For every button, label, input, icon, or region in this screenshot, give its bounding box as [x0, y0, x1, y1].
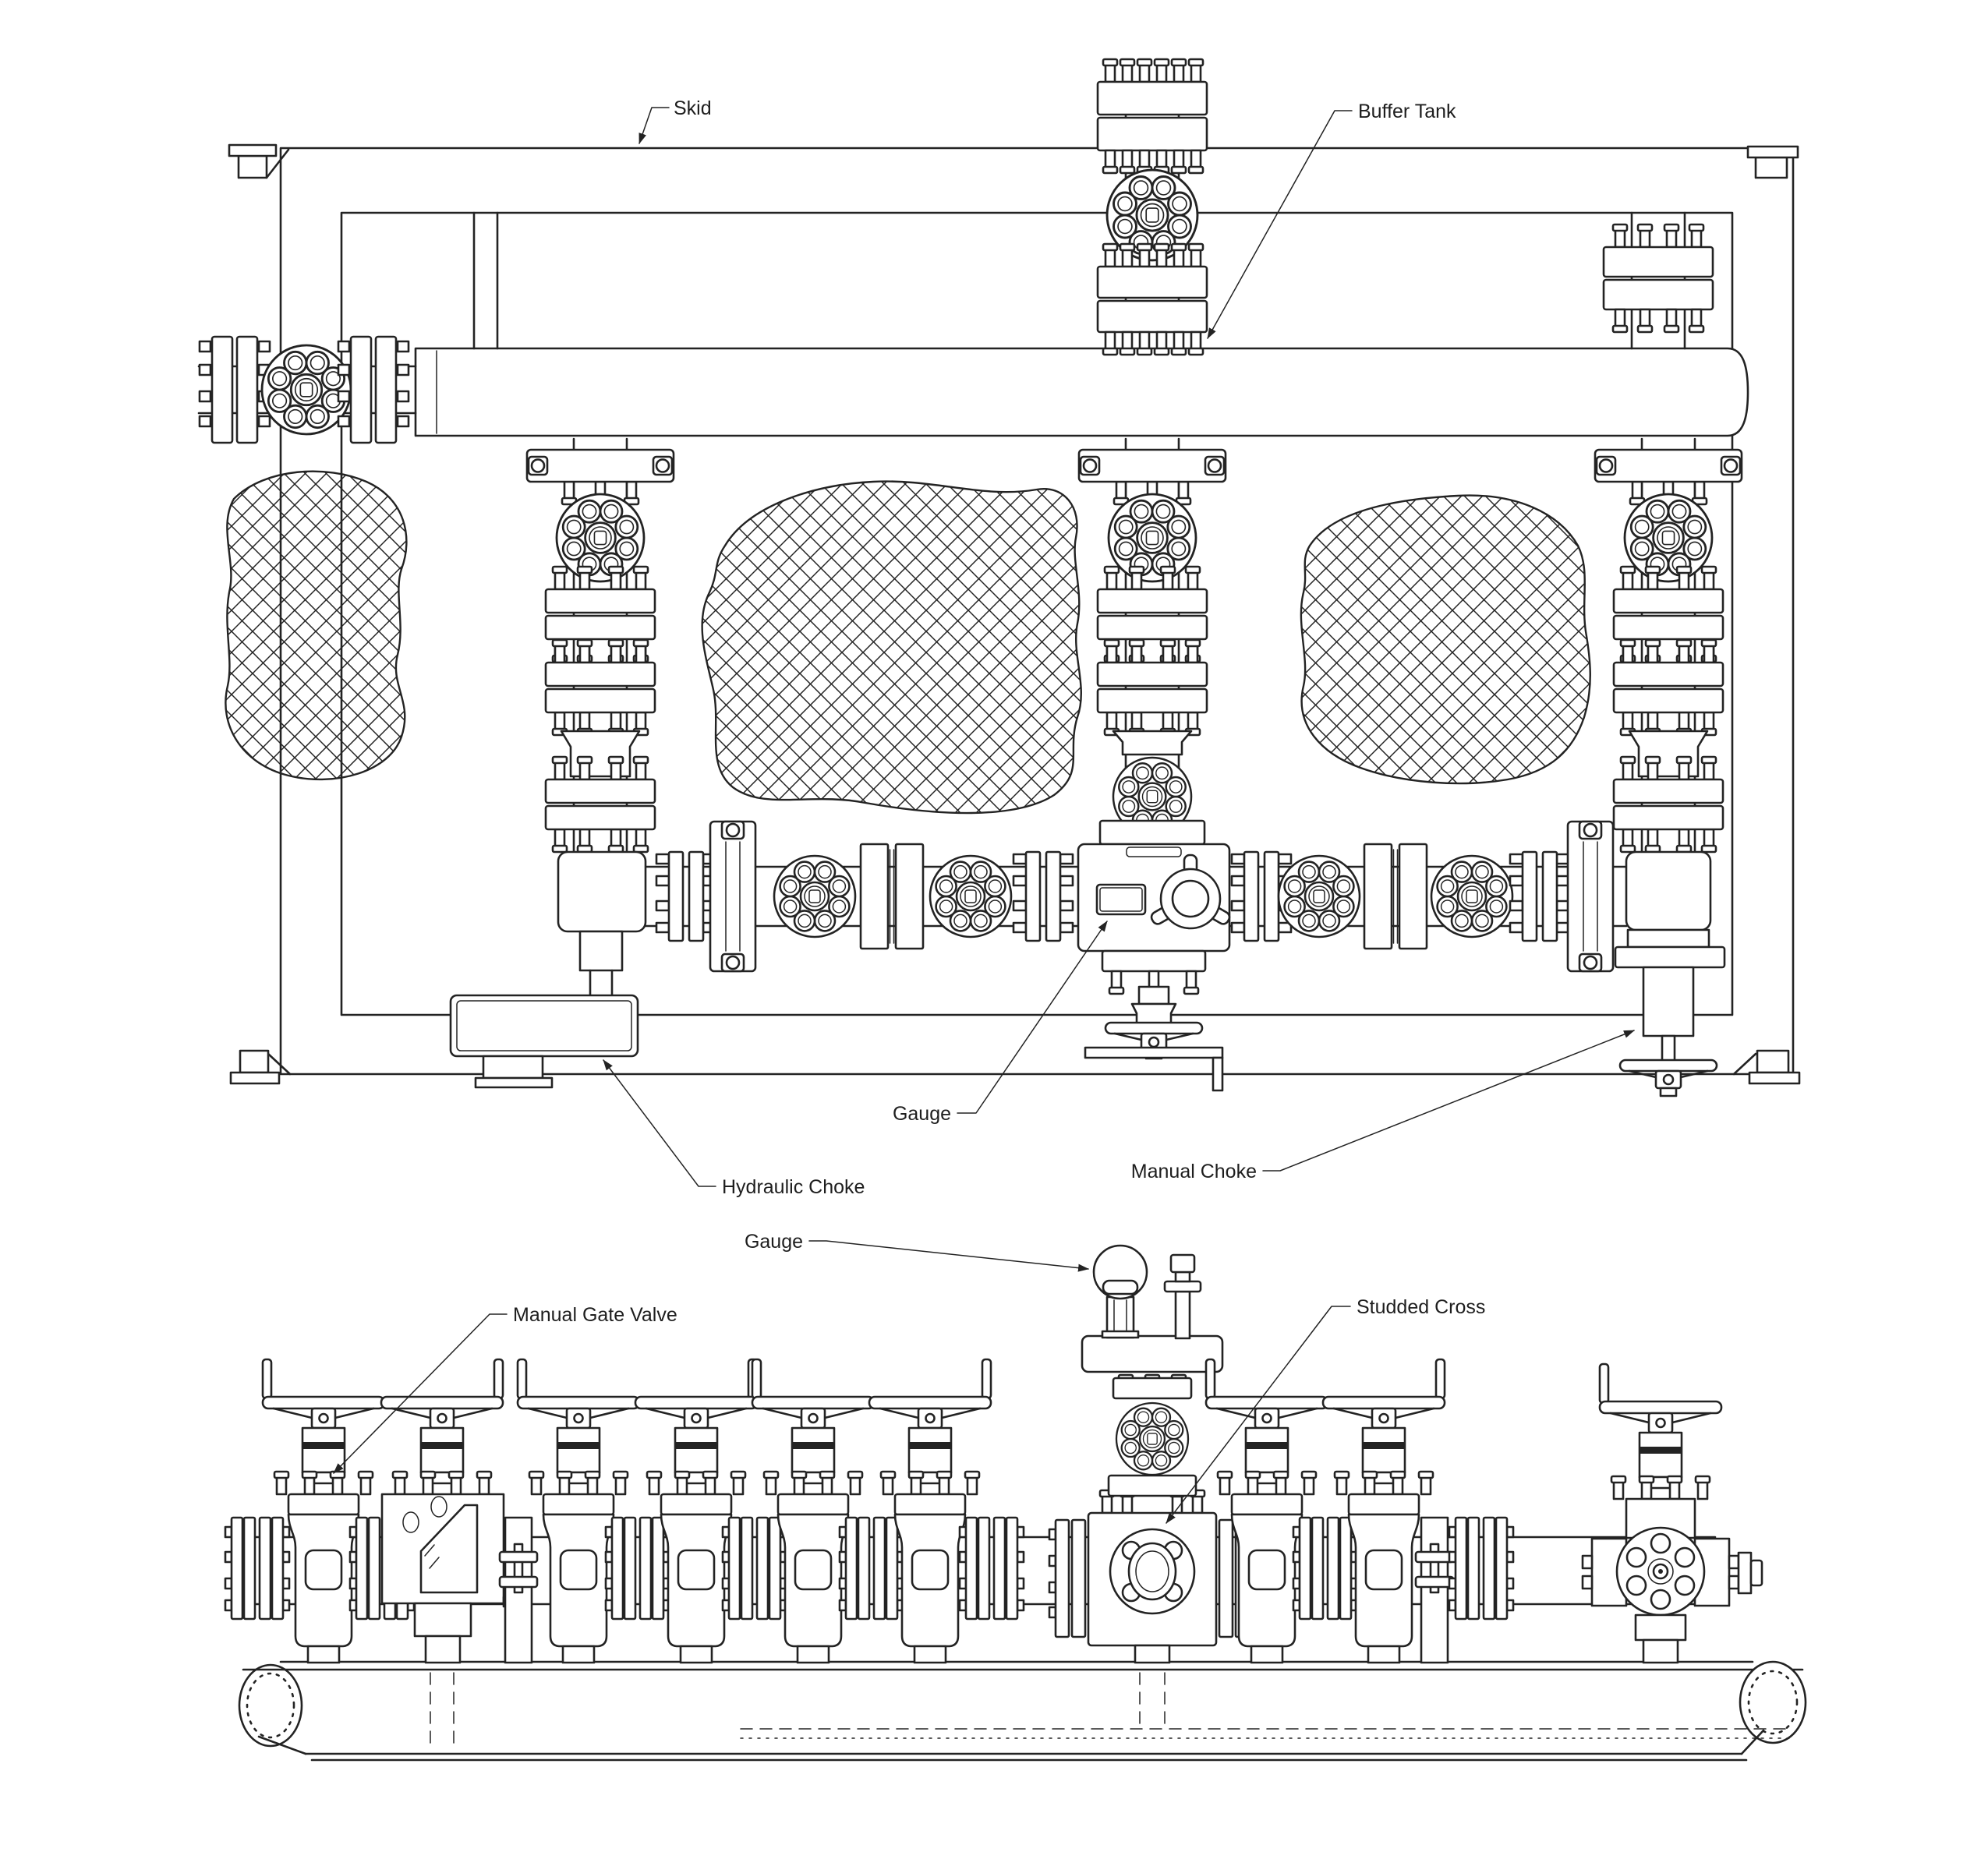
- callout-manual-choke: Manual Choke: [1131, 1161, 1257, 1182]
- leader-gauge-elevation: [808, 1240, 1089, 1272]
- gauge-valve-body: [1077, 843, 1231, 953]
- elevation-callouts: Gauge Manual Gate Valve Studded Cross: [333, 1231, 1485, 1524]
- callout-gauge-elevation: Gauge: [745, 1231, 803, 1253]
- elevation-view: Gauge Manual Gate Valve Studded Cross: [224, 1231, 1807, 1762]
- callout-skid: Skid: [674, 97, 712, 119]
- callout-hydraulic-choke: Hydraulic Choke: [722, 1176, 865, 1198]
- buffer-tank: [414, 347, 1749, 437]
- skid-beam: [238, 1660, 1807, 1762]
- skid-foot-top-right: [1746, 145, 1799, 179]
- gauge-run-lower-valve: [1084, 949, 1224, 1092]
- inlet-connection-top-center: [1096, 58, 1208, 356]
- right-valve-run: [1595, 437, 1742, 1097]
- studded-cross-assembly: [1048, 1244, 1257, 1664]
- manual-choke-elevation: [1581, 1364, 1763, 1664]
- leader-hydraulic-choke: [603, 1059, 716, 1187]
- hatch-area-right: [1300, 494, 1591, 785]
- skid-foot-bottom-right: [1732, 1049, 1801, 1085]
- wing-nut: [1150, 854, 1231, 930]
- callout-buffer-tank: Buffer Tank: [1358, 101, 1456, 122]
- leader-manual-choke: [1262, 1030, 1635, 1172]
- skid-foot-bottom-left: [229, 1049, 292, 1085]
- support-bracket: [498, 1516, 539, 1664]
- callout-studded-cross: Studded Cross: [1357, 1296, 1485, 1318]
- hydraulic-choke: [449, 850, 647, 1089]
- skid-frame: [228, 143, 1801, 1085]
- callout-manual-gate-valve: Manual Gate Valve: [513, 1304, 677, 1326]
- support-bracket: [1414, 1516, 1455, 1664]
- manual-choke: [1614, 850, 1726, 1097]
- hatch-area-left: [225, 470, 408, 781]
- leader-gauge-plan: [957, 921, 1108, 1114]
- center-valve-run: [1077, 437, 1231, 1092]
- test-plug-fitting: [1163, 1253, 1202, 1340]
- gauge-window: [1095, 883, 1147, 916]
- studded-cross: [1087, 1511, 1218, 1664]
- leader-manual-gate-valve: [333, 1313, 508, 1474]
- leader-skid: [638, 107, 670, 144]
- plan-callouts: Skid Buffer Tank Gauge Hydraulic Choke M…: [603, 97, 1635, 1198]
- tank-support-stub: [472, 211, 499, 350]
- hatch-area-center: [701, 480, 1082, 815]
- leader-buffer-tank: [1207, 110, 1353, 339]
- callout-gauge-plan: Gauge: [893, 1103, 951, 1125]
- connection-top-right: [1602, 211, 1714, 350]
- plan-view: Skid Buffer Tank Gauge Hydraulic Choke M…: [197, 58, 1801, 1198]
- pressure-gauge: [1092, 1244, 1148, 1339]
- hydraulic-choke-elevation: [381, 1359, 527, 1664]
- skid-foot-top-left: [228, 143, 290, 179]
- inlet-flange-assembly: [197, 335, 417, 444]
- left-valve-run: [449, 437, 674, 1089]
- leader-studded-cross: [1166, 1306, 1351, 1524]
